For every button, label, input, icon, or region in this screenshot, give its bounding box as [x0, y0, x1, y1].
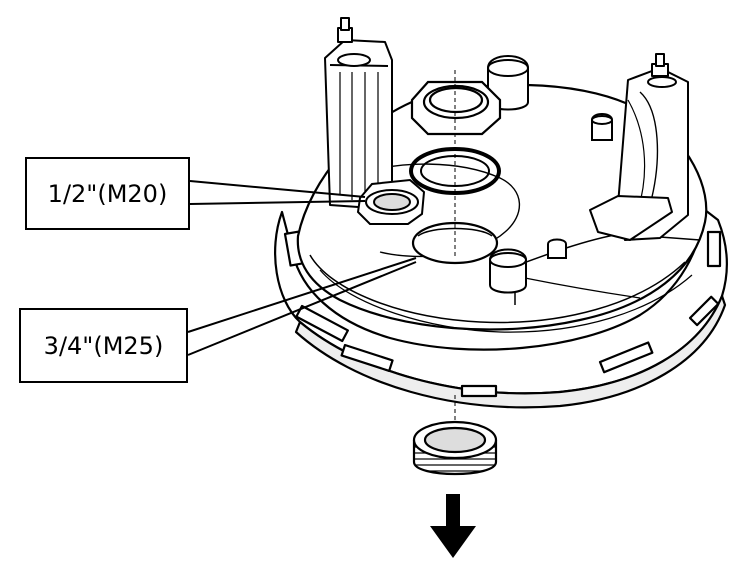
left-mounting-post [324, 17, 393, 209]
housing-bosses [487, 55, 613, 294]
half-inch-conduit-fitting [356, 178, 426, 225]
housing-base [274, 208, 729, 409]
leader-lines [187, 180, 417, 356]
threaded-plug [412, 420, 498, 476]
three-quarter-inch-conduit-opening [411, 221, 499, 265]
hex-lock-nut [410, 80, 502, 136]
remove-direction-arrow [430, 494, 476, 558]
right-mounting-post [589, 53, 689, 241]
three-quarter-inch-m25-label: 3/4"(M25) [19, 308, 188, 383]
half-inch-m20-label: 1/2"(M20) [25, 157, 190, 230]
